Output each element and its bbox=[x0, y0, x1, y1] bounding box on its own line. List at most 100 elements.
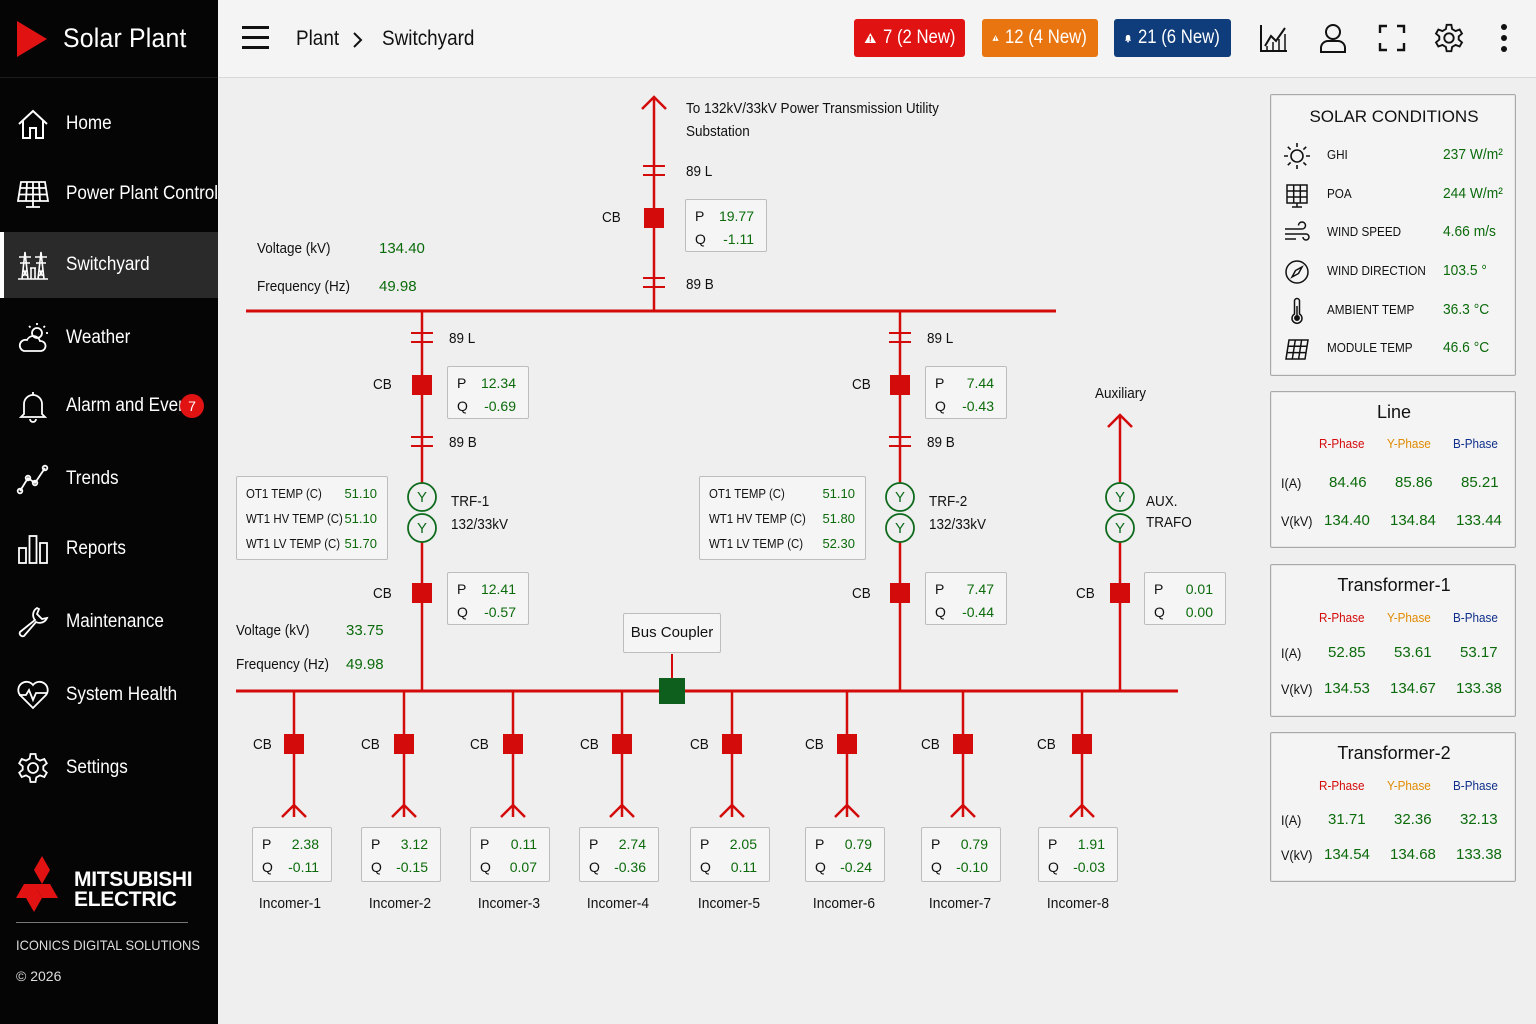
poa-value: 244 W/m² bbox=[1443, 185, 1503, 202]
p-label: P bbox=[262, 836, 272, 852]
p-value: 7.47 bbox=[966, 581, 994, 597]
incomer-1-circuit-breaker[interactable] bbox=[284, 734, 304, 754]
q-label: Q bbox=[815, 859, 826, 875]
sidebar-item-label: Power Plant Control bbox=[66, 183, 219, 204]
incomer-6-circuit-breaker[interactable] bbox=[837, 734, 857, 754]
p-label: P bbox=[457, 581, 467, 597]
sidebar-item-alarm-and-events[interactable]: Alarm and Events 7 bbox=[0, 373, 218, 439]
incomer-4-circuit-breaker[interactable] bbox=[612, 734, 632, 754]
trf1-lv-circuit-breaker[interactable] bbox=[412, 583, 432, 603]
incomer-cb-label: CB bbox=[690, 736, 709, 753]
sidebar-item-label: Weather bbox=[66, 327, 131, 348]
chevron-right-icon bbox=[353, 32, 363, 48]
incomer-3-circuit-breaker[interactable] bbox=[503, 734, 523, 754]
trf2-isolator-89b-label: 89 B bbox=[927, 434, 955, 451]
ghi-row: GHI 237 W/m² bbox=[1271, 140, 1517, 170]
chart-icon[interactable] bbox=[1258, 22, 1290, 54]
app-title: Solar Plant bbox=[63, 23, 187, 53]
sidebar-item-switchyard[interactable]: Switchyard bbox=[0, 232, 218, 298]
incomer-5-circuit-breaker[interactable] bbox=[722, 734, 742, 754]
ghi-label: GHI bbox=[1327, 147, 1348, 162]
q-value: -0.15 bbox=[396, 859, 428, 875]
temp-label: OT1 TEMP (C) bbox=[246, 486, 322, 501]
trf2-isolator-89l-label: 89 L bbox=[927, 330, 954, 347]
more-vertical-icon[interactable] bbox=[1488, 22, 1520, 54]
trf2-name: TRF-2 bbox=[929, 493, 968, 510]
sidebar-item-settings[interactable]: Settings bbox=[0, 735, 218, 801]
utility-label-line1: To 132kV/33kV Power Transmission Utility bbox=[686, 100, 939, 117]
solar-conditions-title: SOLAR CONDITIONS bbox=[1309, 107, 1479, 126]
q-value: 0.11 bbox=[730, 859, 757, 875]
warning-alarm-button[interactable]: 12 (4 New) bbox=[982, 19, 1098, 57]
heartbeat-icon bbox=[17, 680, 49, 710]
p-value: 0.11 bbox=[510, 836, 537, 852]
incomer-2-circuit-breaker[interactable] bbox=[394, 734, 414, 754]
current-row-label: I(A) bbox=[1281, 645, 1302, 661]
ghi-value: 237 W/m² bbox=[1443, 146, 1503, 163]
sidebar-item-home[interactable]: Home bbox=[0, 91, 218, 157]
gear-icon bbox=[18, 753, 48, 783]
b-phase-header: B-Phase bbox=[1453, 436, 1498, 451]
temp-value: 51.10 bbox=[822, 486, 855, 501]
sidebar-item-maintenance[interactable]: Maintenance bbox=[0, 589, 218, 655]
aux-trafo-name: AUX. bbox=[1146, 493, 1178, 510]
bar-chart-icon bbox=[18, 535, 48, 564]
transformer-2-panel-title: Transformer-2 bbox=[1337, 743, 1451, 763]
sidebar-item-power-plant-control[interactable]: Power Plant Control bbox=[0, 161, 218, 227]
sidebar: Solar Plant Home Power Plant Control Swi… bbox=[0, 0, 218, 1024]
p-value: 2.05 bbox=[729, 836, 757, 852]
module-temp-label: MODULE TEMP bbox=[1327, 340, 1413, 355]
p-label: P bbox=[815, 836, 825, 852]
temp-label: WT1 HV TEMP (C) bbox=[709, 511, 806, 526]
divider bbox=[16, 922, 188, 923]
main-circuit-breaker[interactable] bbox=[644, 208, 664, 228]
trf2-y-voltage: 134.68 bbox=[1390, 846, 1436, 863]
line-b-voltage: 133.44 bbox=[1456, 512, 1502, 529]
critical-alarm-button[interactable]: 7 (2 New) bbox=[854, 19, 965, 57]
main-isolator-89b-label: 89 B bbox=[686, 276, 714, 293]
p-label: P bbox=[935, 375, 945, 391]
transformer-2-phase-panel: Transformer-2 R-Phase Y-Phase B-Phase I(… bbox=[1270, 732, 1516, 882]
sidebar-item-trends[interactable]: Trends bbox=[0, 446, 218, 512]
trf2-hv-circuit-breaker[interactable] bbox=[890, 375, 910, 395]
sidebar-item-weather[interactable]: Weather bbox=[0, 305, 218, 371]
mv-voltage-value: 33.75 bbox=[346, 622, 384, 639]
incomer-8-circuit-breaker[interactable] bbox=[1072, 734, 1092, 754]
user-icon[interactable] bbox=[1317, 22, 1349, 54]
p-value: 2.74 bbox=[618, 836, 646, 852]
incomer-7-circuit-breaker[interactable] bbox=[953, 734, 973, 754]
sidebar-item-label: Switchyard bbox=[66, 254, 150, 275]
breadcrumb-plant[interactable]: Plant bbox=[296, 27, 340, 50]
gear-icon[interactable] bbox=[1433, 22, 1465, 54]
aux-circuit-breaker[interactable] bbox=[1110, 583, 1130, 603]
hamburger-menu-icon[interactable] bbox=[242, 26, 269, 50]
line-y-current: 85.86 bbox=[1395, 474, 1433, 491]
p-label: P bbox=[700, 836, 710, 852]
temp-value: 51.70 bbox=[344, 536, 377, 551]
p-value: 0.01 bbox=[1185, 581, 1213, 597]
compass-icon bbox=[1285, 260, 1309, 284]
line-r-current: 84.46 bbox=[1329, 474, 1367, 491]
bus-coupler-breaker[interactable] bbox=[659, 678, 685, 704]
winding-symbol: Y bbox=[895, 489, 906, 506]
temp-value: 51.10 bbox=[344, 486, 377, 501]
winding-symbol: Y bbox=[1115, 520, 1126, 537]
sidebar-item-system-health[interactable]: System Health bbox=[0, 662, 218, 728]
event-notification-button[interactable]: 21 (6 New) bbox=[1114, 19, 1231, 57]
r-phase-header: R-Phase bbox=[1319, 436, 1365, 451]
fullscreen-icon[interactable] bbox=[1376, 22, 1408, 54]
transformer-1-phase-panel: Transformer-1 R-Phase Y-Phase B-Phase I(… bbox=[1270, 564, 1516, 717]
trf1-hv-circuit-breaker[interactable] bbox=[412, 375, 432, 395]
ambient-temp-label: AMBIENT TEMP bbox=[1327, 302, 1415, 317]
current-row-label: I(A) bbox=[1281, 812, 1302, 828]
sidebar-item-reports[interactable]: Reports bbox=[0, 516, 218, 582]
trf2-lv-circuit-breaker[interactable] bbox=[890, 583, 910, 603]
aux-trafo-name-2: TRAFO bbox=[1146, 514, 1192, 531]
trf1-y-current: 53.61 bbox=[1394, 644, 1432, 661]
bus-coupler-button[interactable]: Bus Coupler bbox=[623, 613, 721, 653]
line-phase-panel: Line R-Phase Y-Phase B-Phase I(A) 84.46 … bbox=[1270, 391, 1516, 548]
